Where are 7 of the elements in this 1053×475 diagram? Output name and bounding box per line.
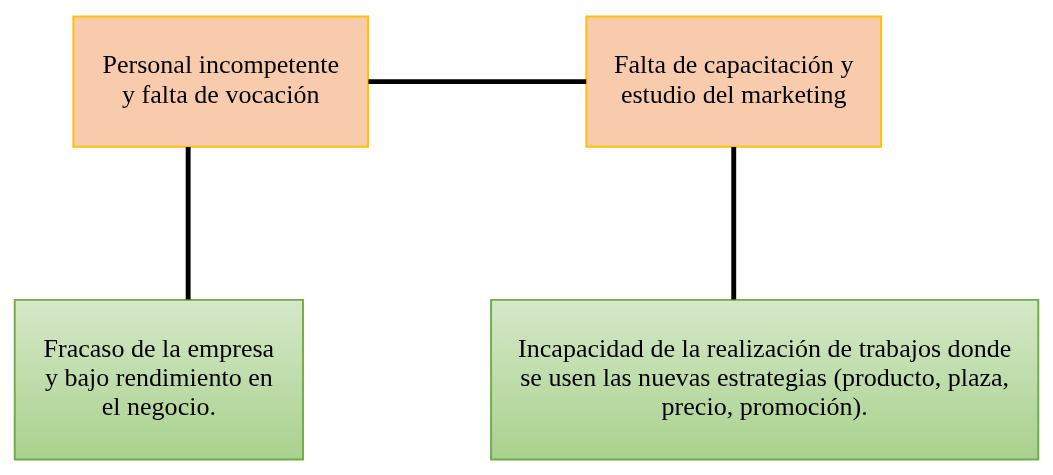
connector <box>731 146 737 300</box>
node-box: Falta de capacitación y estudio del marketing <box>585 15 883 148</box>
node-box: Fracaso de la empresa y bajo rendimiento en el negocio. <box>13 298 304 460</box>
connector <box>185 146 191 300</box>
node-box: Personal incompetente y falta de vocación <box>72 15 370 148</box>
node-box: Incapacidad de la realización de trabajos donde se usen las nuevas estrategias (producto, plaza, precio, promoción). <box>490 298 1040 460</box>
connector <box>368 78 587 84</box>
